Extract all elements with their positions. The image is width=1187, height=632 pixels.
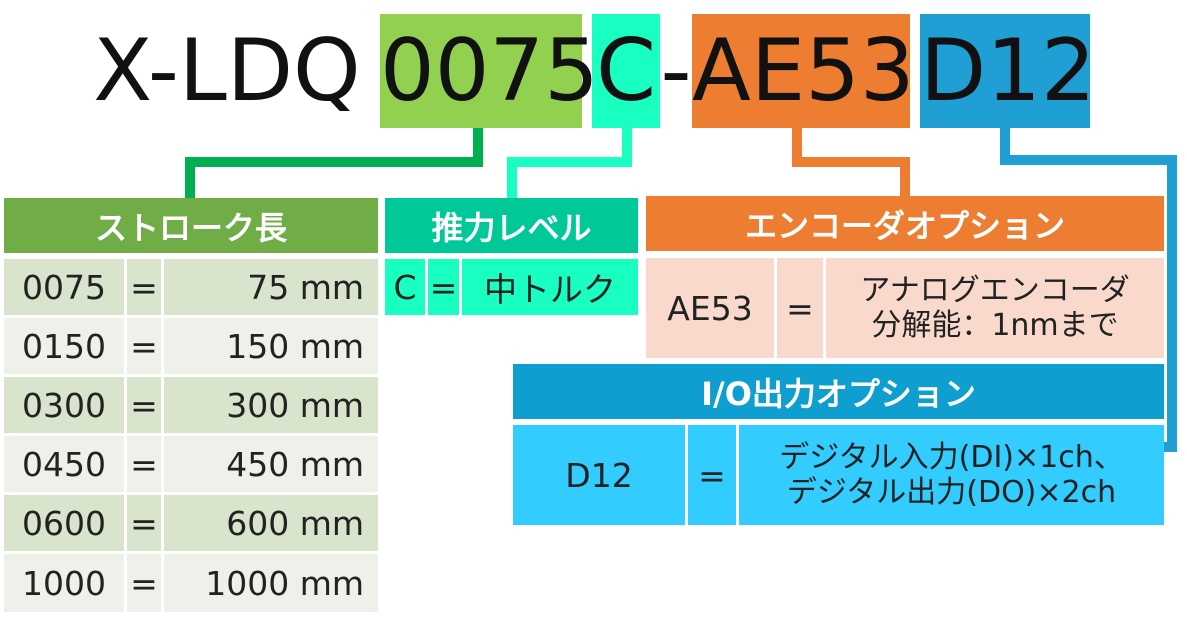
encoder-value-cell: アナログエンコーダ 分解能：1nmまで [826,258,1164,358]
stroke-code-cell: 0150 [4,318,124,374]
stroke-value-cell: 150 mm [164,318,378,374]
code-dash: - [660,21,692,121]
stroke-table-header: ストローク長 [4,198,378,253]
stroke-code-cell: 0600 [4,495,124,551]
io-connector [1000,128,1177,452]
stroke-equals-cell: = [127,495,161,551]
stroke-equals-cell: = [127,259,161,315]
encoder-table-header: エンコーダオプション [646,196,1164,251]
encoder-equals-cell: = [777,258,823,358]
thrust-value-cell: 中トルク [462,259,638,315]
code-prefix: X-LDQ [93,21,361,121]
code-io-segment: D12 [920,14,1096,128]
io-value-line2: デジタル出力(DO)×2ch [786,475,1117,510]
encoder-value-line1: アナログエンコーダ [860,272,1130,308]
stroke-value-cell: 450 mm [164,436,378,492]
stroke-value-cell: 75 mm [164,259,378,315]
stroke-connector [185,128,483,198]
stroke-equals-cell: = [127,377,161,433]
stroke-equals-cell: = [127,318,161,374]
encoder-value-line2: 分解能：1nmまで [871,308,1119,343]
stroke-code-cell: 0450 [4,436,124,492]
code-stroke-segment: 0075 [380,14,599,128]
io-equals-cell: = [688,425,736,525]
io-code-cell: D12 [513,425,685,525]
code-encoder-segment: AE53 [692,14,915,128]
stroke-value-cell: 600 mm [164,495,378,551]
stroke-value-cell: 1000 mm [164,554,378,612]
io-value-line1: デジタル入力(DI)×1ch、 [779,439,1124,475]
thrust-code-cell: C [385,259,425,315]
encoder-connector [792,128,910,196]
stroke-equals-cell: = [127,436,161,492]
stroke-equals-cell: = [127,554,161,612]
encoder-code-cell: AE53 [646,258,774,358]
thrust-connector [507,128,632,198]
thrust-table-header: 推力レベル [385,198,638,253]
io-table-header: I/O出力オプション [513,364,1164,419]
stroke-code-cell: 0300 [4,377,124,433]
thrust-equals-cell: = [428,259,459,315]
stroke-code-cell: 0075 [4,259,124,315]
code-thrust-segment: C [592,14,660,128]
stroke-value-cell: 300 mm [164,377,378,433]
io-value-cell: デジタル入力(DI)×1ch、 デジタル出力(DO)×2ch [739,425,1164,525]
stroke-code-cell: 1000 [4,554,124,612]
